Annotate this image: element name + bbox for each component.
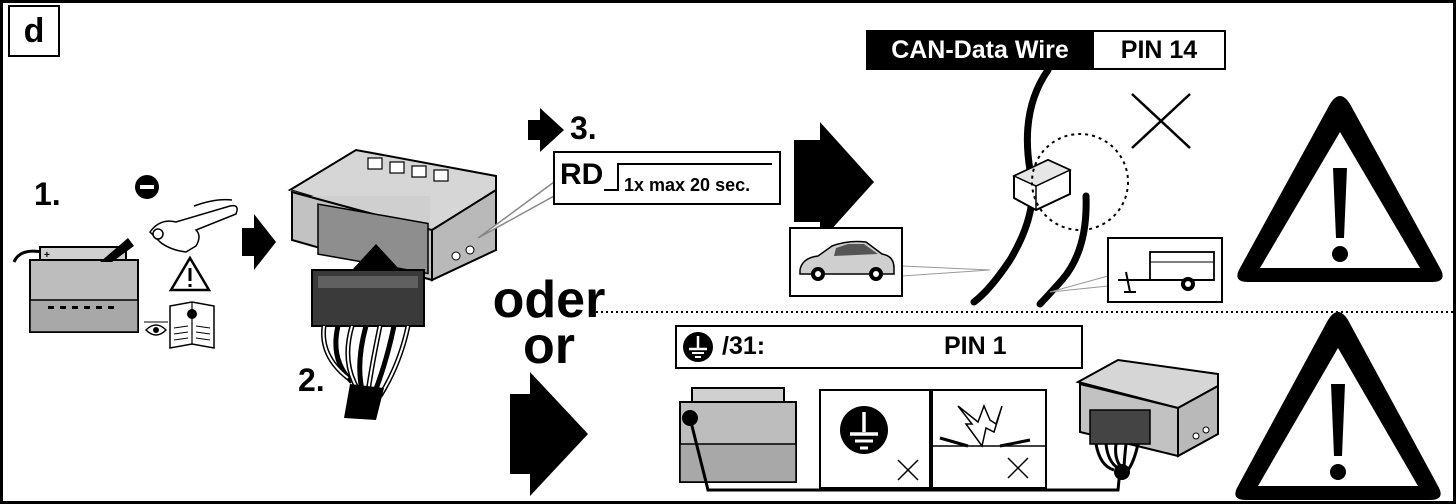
relay-label-box [553, 151, 781, 205]
minus-terminal-icon [135, 175, 159, 199]
step-2-label: 2. [298, 362, 325, 398]
warning-icon [1237, 96, 1443, 282]
ground-wire [688, 417, 1122, 492]
car-icon [799, 240, 895, 281]
arrow-icon [794, 122, 874, 242]
ground-terminal-label: /31: [722, 332, 766, 360]
battery-icon [679, 387, 797, 483]
battery-icon: + [12, 246, 139, 333]
pulse-line [604, 163, 772, 191]
trailer-icon [1118, 251, 1215, 293]
svg-text:+: + [44, 250, 50, 261]
spark-panel [931, 389, 1047, 489]
eye-icon [144, 321, 168, 336]
warning-icon [168, 255, 212, 292]
step-1-label: 1. [34, 176, 61, 212]
ground-tag-box [675, 325, 1083, 369]
connector-icon [311, 269, 425, 420]
ground-icon [840, 406, 888, 454]
module-icon [287, 148, 497, 282]
arrow-icon [510, 372, 588, 496]
arrow-icon [528, 108, 564, 152]
detail-circle [1031, 133, 1129, 231]
step-3-label: 3. [570, 110, 597, 146]
cross-icon [897, 459, 919, 481]
ground-pin-label: PIN 1 [944, 332, 1007, 360]
hand-icon [149, 198, 238, 253]
can-wire-label: CAN-Data Wire [866, 30, 1094, 70]
cross-icon [1131, 93, 1191, 149]
spark-icon [939, 403, 1031, 448]
oder-label: oder [492, 271, 606, 329]
arrow-icon [242, 214, 276, 270]
module-icon [1075, 358, 1219, 480]
cross-icon [1007, 457, 1029, 479]
panel-letter: d [8, 5, 60, 57]
arrow-icon [100, 238, 134, 262]
can-pin-label: PIN 14 [1094, 30, 1226, 70]
callout-pointer [901, 265, 991, 277]
manual-icon [169, 301, 215, 349]
or-label: or [523, 317, 575, 375]
warning-icon [1235, 312, 1441, 500]
relay-code: RD [560, 158, 604, 191]
relay-pulse: 1x max 20 sec. [624, 175, 751, 195]
ground-icon [683, 332, 713, 362]
wire-tap-icon [1012, 158, 1072, 212]
